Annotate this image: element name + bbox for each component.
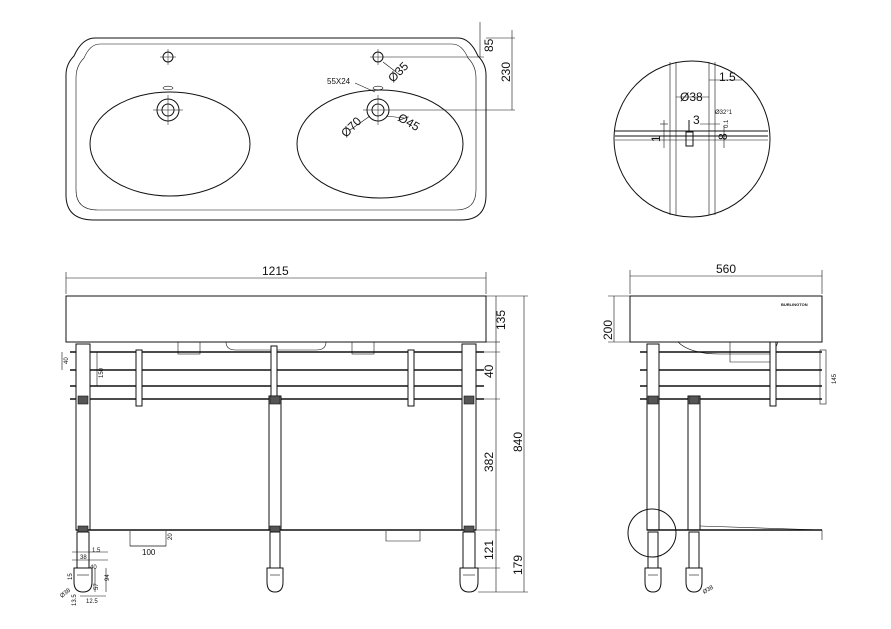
- detail-dim-8: 8: [716, 133, 730, 140]
- dim-d35: Ø35: [385, 59, 411, 85]
- dim-179: 179: [511, 555, 525, 575]
- dim-150: 150: [99, 367, 105, 378]
- right-waste: [363, 95, 393, 125]
- basin-side: [629, 295, 823, 343]
- dim-840: 840: [511, 432, 525, 452]
- right-bowl: [296, 89, 464, 199]
- detail-reference-circle: [627, 508, 677, 558]
- brand-label: BURLINGTON: [781, 302, 808, 307]
- right-tap-hole: [370, 49, 386, 65]
- detail-dim-d32: Ø32°1: [715, 110, 733, 116]
- foot-dim-12-5: 12.5: [86, 599, 98, 605]
- dim-382: 382: [482, 452, 496, 472]
- detail-dim-1: 1: [649, 135, 663, 142]
- dim-55x24: 55X24: [327, 77, 351, 86]
- dim-85: 85: [482, 38, 496, 52]
- detail-dim-1-5: 1.5: [719, 70, 736, 84]
- detail-circle: [613, 60, 771, 218]
- front-leg-left: [75, 343, 91, 531]
- side-dim-d38: Ø38: [702, 585, 715, 596]
- dim-135: 135: [494, 310, 508, 330]
- foot-dim-38: 38: [80, 555, 87, 561]
- dim-40-right: 40: [482, 364, 496, 378]
- foot-detail-dims: 1.5 38 40 15 57 94 Ø38 13.5 12.5: [59, 548, 111, 606]
- foot-dim-d38: Ø38: [59, 587, 72, 599]
- foot-dim-40: 40: [90, 565, 97, 571]
- front-leg-right: [461, 343, 477, 531]
- basin-outline-outer: [65, 37, 487, 221]
- dim-d70: Ø70: [338, 114, 364, 140]
- dim-d45: Ø45: [396, 110, 423, 134]
- basin-outline-inner: [75, 43, 477, 211]
- front-leg-center: [268, 395, 282, 531]
- dim-230: 230: [499, 62, 513, 82]
- dim-40-left: 40: [64, 357, 70, 364]
- foot-dim-1-5: 1.5: [92, 548, 101, 554]
- dim-100: 100: [142, 548, 156, 557]
- overflow-slots: [162, 85, 384, 91]
- detail-dim-01: 0.1: [724, 119, 730, 128]
- dim-1215: 1215: [262, 264, 289, 278]
- foot-dim-57: 57: [94, 583, 100, 590]
- dim-560: 560: [716, 262, 736, 276]
- detail-dim-d38: Ø38: [680, 90, 703, 104]
- dim-200: 200: [601, 320, 615, 340]
- foot-dim-15: 15: [68, 573, 74, 580]
- front-elevation: 1215: [59, 264, 528, 606]
- basin-front: [65, 295, 487, 343]
- dim-20: 20: [168, 533, 174, 540]
- foot-dim-13-5: 13.5: [72, 594, 78, 606]
- foot-dim-94: 94: [105, 574, 111, 581]
- dim-145: 145: [832, 373, 838, 384]
- side-elevation: 560 BURLINGTON 200 145 Ø38: [601, 262, 838, 596]
- plan-view: 85 230 55X24 Ø35 Ø70 Ø45: [65, 22, 515, 221]
- plan-dimensions: [349, 22, 515, 131]
- dim-121: 121: [482, 540, 496, 560]
- left-tap-hole: [160, 49, 176, 65]
- left-waste: [153, 95, 183, 125]
- detail-view: 1.5 Ø38 3 Ø32°1 0.1 8 1: [613, 60, 771, 218]
- detail-dim-3: 3: [693, 113, 700, 127]
- left-bowl: [89, 91, 251, 197]
